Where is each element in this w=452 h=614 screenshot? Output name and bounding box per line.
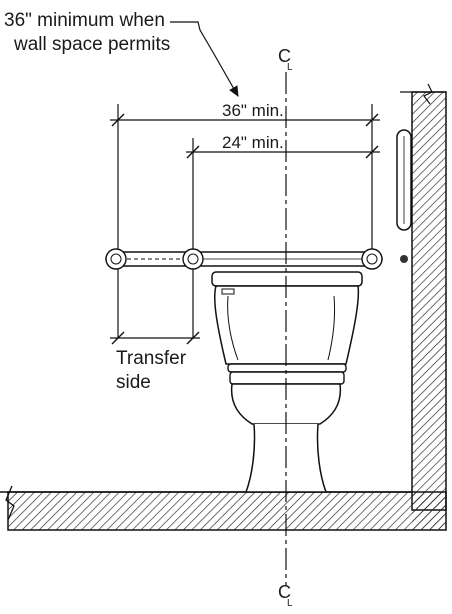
dimension-24: 24" min. [186,133,380,338]
vertical-grab-bar [396,129,412,263]
floor-section [0,485,447,531]
centerline-top-sub: L [287,62,293,73]
horizontal-grab-bar [105,248,383,270]
centerline-bottom-symbol: C [278,582,291,602]
transfer-line-2: side [116,372,151,393]
transfer-side-label: Transfer side [116,348,187,393]
centerline-bottom-sub: L [287,598,293,609]
toilet [211,271,363,493]
note-line-2: wall space permits [13,34,170,55]
wall-space-note: 36" minimum when wall space permits [4,10,239,98]
centerline-top-symbol: C [278,46,291,66]
wall-section [400,83,447,511]
transfer-line-1: Transfer [116,348,187,369]
dimension-36: 36" min. [110,101,380,338]
transfer-side-dimension [110,331,200,345]
note-line-1: 36" minimum when [4,10,165,31]
centerline: C L C L [278,46,293,609]
dim-24-label: 24" min. [222,133,284,152]
dim-36-label: 36" min. [222,101,284,120]
